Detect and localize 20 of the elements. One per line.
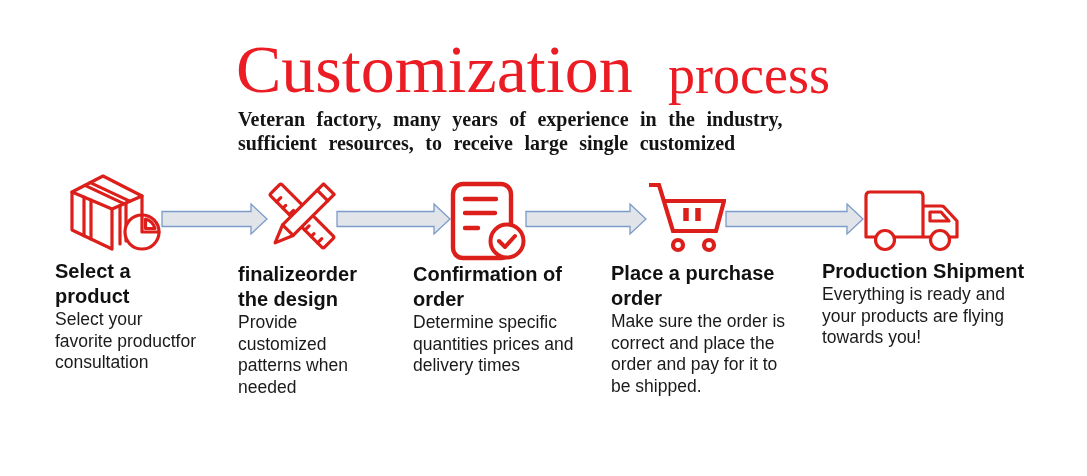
step-description: Everything is ready and your products are flying towards you! (822, 284, 1006, 349)
shopping-cart-icon (646, 181, 726, 253)
step-title: finalizeorder the design (238, 262, 358, 312)
step-title: Confirmation of order (413, 262, 563, 312)
step-description: Make sure the order is correct and place the order and pay for it to be shipped. (611, 311, 787, 397)
step-description: Determine specific quantities prices and delivery times (413, 312, 575, 377)
title: Customization (236, 35, 633, 103)
subtitle: Veteran factory, many years of experience in the industry, sufficient resources, to receive large single customized (238, 107, 784, 155)
block-arrow (336, 202, 451, 236)
package-pie-chart-icon (70, 172, 162, 252)
document-check-icon (450, 181, 526, 261)
block-arrow (525, 202, 647, 236)
step-description: Provide customized patterns when needed (238, 312, 349, 398)
step-title: Select a product (55, 259, 132, 309)
step-description: Select your favorite productfor consultation (55, 309, 198, 374)
step-title: Place a purchase order (611, 261, 776, 311)
truck-icon (863, 189, 961, 253)
block-arrow (161, 202, 268, 236)
step-title: Production Shipment (822, 259, 1026, 284)
block-arrow (725, 202, 864, 236)
